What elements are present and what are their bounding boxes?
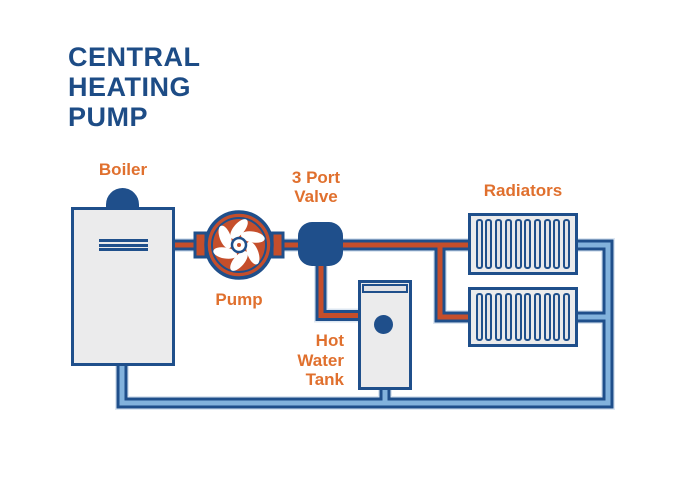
radiator-fin xyxy=(485,219,493,269)
radiator-fin xyxy=(553,293,561,341)
radiator-fin xyxy=(495,293,503,341)
valve-label: 3 Port Valve xyxy=(270,168,362,206)
pump-fan-blade xyxy=(230,219,248,239)
boiler-vent-line xyxy=(99,239,148,242)
radiator-fin xyxy=(514,293,522,341)
radiator-fin xyxy=(495,219,503,269)
pump-label: Pump xyxy=(215,290,263,309)
radiator-fin xyxy=(504,293,512,341)
tank-label: Hot Water Tank xyxy=(260,331,344,390)
tank-lid xyxy=(362,284,408,293)
hot-pipe-radiator2-branch xyxy=(437,245,472,320)
pump-fan xyxy=(213,219,265,271)
pump-hub-center xyxy=(237,243,241,247)
pump-fan-blade xyxy=(246,241,260,265)
return-pipe-main xyxy=(119,242,611,406)
radiator-fin xyxy=(524,219,532,269)
pump-icon xyxy=(193,210,285,280)
radiator-fin xyxy=(543,219,551,269)
tank-label-line-2: Water xyxy=(297,350,344,370)
valve-label-line-2: Valve xyxy=(294,186,338,206)
radiator-1-icon xyxy=(468,213,578,275)
radiator-fin xyxy=(563,293,571,341)
title-line-3: PUMP xyxy=(68,102,149,132)
title-line-1: CENTRAL xyxy=(68,42,201,72)
pump-fan-blade xyxy=(230,251,248,271)
radiator-fin xyxy=(534,293,542,341)
radiator-fin xyxy=(543,293,551,341)
radiator-fin xyxy=(553,219,561,269)
tank-label-line-1: Hot xyxy=(315,331,344,350)
valve-label-line-1: 3 Port xyxy=(291,168,341,187)
three-port-valve-icon xyxy=(298,222,343,266)
title-line-2: HEATING xyxy=(68,72,191,102)
radiators-label: Radiators xyxy=(483,181,563,200)
boiler-icon xyxy=(71,207,175,366)
radiator-fin xyxy=(514,219,522,269)
tank-label-line-3: Tank xyxy=(305,370,344,389)
hot-water-tank-icon xyxy=(358,280,412,390)
pump-fan-blade xyxy=(218,225,232,249)
radiator-fin xyxy=(534,219,542,269)
boiler-vent-line xyxy=(99,248,148,251)
boiler-dome xyxy=(106,188,139,209)
radiator-fin xyxy=(563,219,571,269)
radiator-fin xyxy=(504,219,512,269)
radiator-fin xyxy=(524,293,532,341)
boiler-vents xyxy=(99,239,148,253)
radiator-2-icon xyxy=(468,287,578,347)
radiator-fin xyxy=(475,219,483,269)
pump-fan-blade xyxy=(213,247,237,259)
pump-fan-blade xyxy=(241,231,265,243)
boiler-label: Boiler xyxy=(98,160,148,179)
radiator-fin xyxy=(485,293,493,341)
page-title: CENTRAL HEATING PUMP xyxy=(68,42,201,132)
radiator-fin xyxy=(475,293,483,341)
tank-thermostat-icon xyxy=(374,315,393,334)
hot-pipe-valve-to-tank xyxy=(318,262,362,318)
boiler-vent-line xyxy=(99,243,148,247)
